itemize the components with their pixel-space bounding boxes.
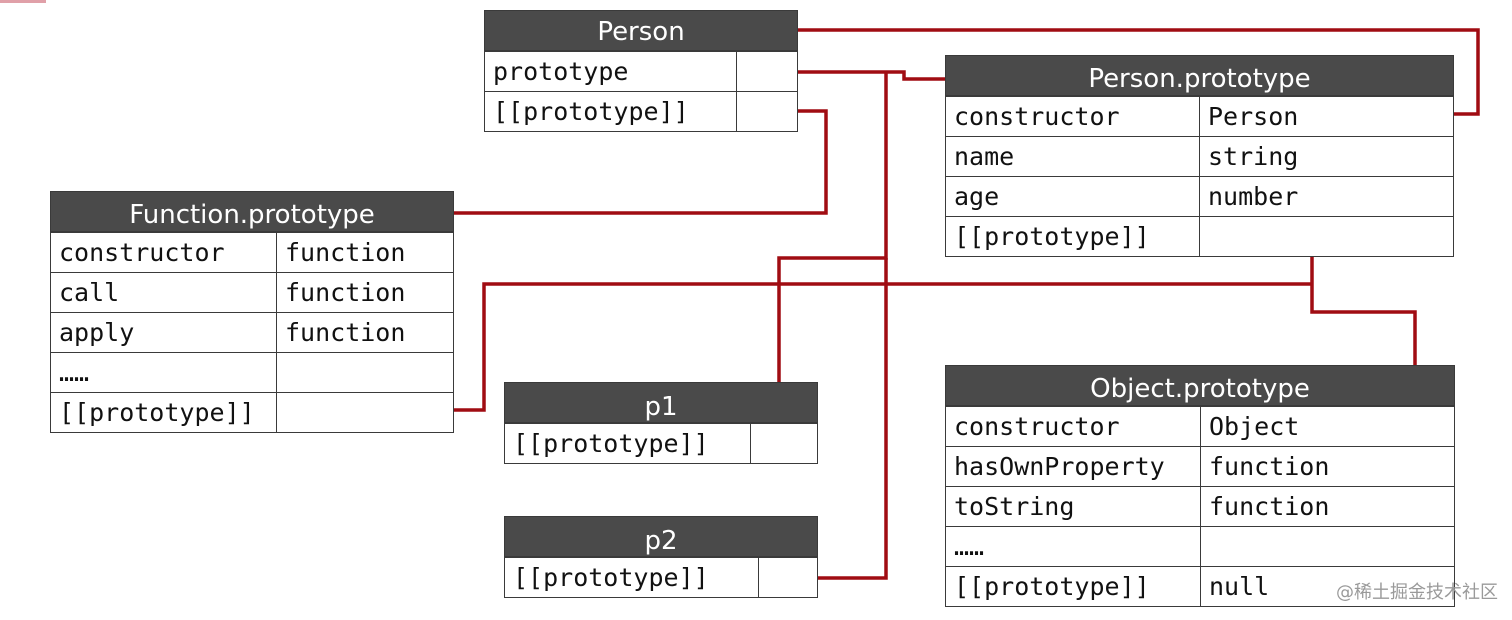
p2-value xyxy=(759,558,817,597)
function-prototype-title: Function.prototype xyxy=(51,192,453,232)
function-prototype-key: [[prototype]] xyxy=(51,393,277,432)
object-prototype-key: hasOwnProperty xyxy=(946,447,1201,486)
table-row: constructor function xyxy=(51,232,453,272)
table-row: call function xyxy=(51,272,453,312)
p2-key: [[prototype]] xyxy=(505,558,759,597)
p1-key: [[prototype]] xyxy=(505,424,751,463)
person-title: Person xyxy=(485,11,797,51)
arrow-function-proto-to-object-proto xyxy=(437,282,1312,412)
p1-box: p1 [[prototype]] xyxy=(504,382,818,464)
person-prototype-key: name xyxy=(946,137,1200,176)
object-prototype-value xyxy=(1201,527,1453,566)
table-row: …… xyxy=(51,352,453,392)
table-row: constructor Object xyxy=(946,406,1454,446)
person-value-internal-prototype xyxy=(737,92,797,131)
table-row: [[prototype]] xyxy=(505,557,817,597)
person-prototype-box: Person.prototype constructor Person name… xyxy=(945,55,1454,257)
person-key-internal-prototype: [[prototype]] xyxy=(485,92,737,131)
object-prototype-value: null xyxy=(1209,572,1270,601)
table-row: [[prototype]] xyxy=(946,216,1453,256)
table-row: [[prototype]] null xyxy=(946,566,1454,606)
table-row: [[prototype]] xyxy=(485,91,797,131)
p1-title: p1 xyxy=(505,383,817,423)
function-prototype-box: Function.prototype constructor function … xyxy=(50,191,454,433)
table-row: [[prototype]] xyxy=(51,392,453,432)
function-prototype-key: call xyxy=(51,273,277,312)
person-box: Person prototype [[prototype]] xyxy=(484,10,798,132)
person-prototype-title: Person.prototype xyxy=(946,56,1453,96)
table-row: prototype xyxy=(485,51,797,91)
table-row: …… xyxy=(946,526,1454,566)
person-prototype-value xyxy=(1200,217,1452,256)
object-prototype-box: Object.prototype constructor Object hasO… xyxy=(945,365,1455,607)
object-prototype-value: function xyxy=(1209,452,1330,481)
p2-title: p2 xyxy=(505,517,817,557)
table-row: age number xyxy=(946,176,1453,216)
object-prototype-key: [[prototype]] xyxy=(946,567,1201,606)
person-prototype-value: Person xyxy=(1208,102,1299,131)
table-row: toString function xyxy=(946,486,1454,526)
p2-box: p2 [[prototype]] xyxy=(504,516,818,598)
function-prototype-key: …… xyxy=(51,353,277,392)
person-key-prototype: prototype xyxy=(485,52,737,91)
person-value-prototype xyxy=(737,52,797,91)
function-prototype-value xyxy=(277,353,452,392)
object-prototype-key: toString xyxy=(946,487,1201,526)
person-prototype-key: [[prototype]] xyxy=(946,217,1200,256)
person-prototype-value: number xyxy=(1208,182,1299,211)
object-prototype-key: constructor xyxy=(946,407,1201,446)
table-row: apply function xyxy=(51,312,453,352)
function-prototype-value: function xyxy=(285,238,406,267)
object-prototype-key: …… xyxy=(946,527,1201,566)
table-row: hasOwnProperty function xyxy=(946,446,1454,486)
object-prototype-value: Object xyxy=(1209,412,1300,441)
object-prototype-value: function xyxy=(1209,492,1330,521)
function-prototype-value: function xyxy=(285,278,406,307)
arrow-person-proto-chain-to-object-proto xyxy=(1310,235,1420,388)
table-row: constructor Person xyxy=(946,96,1453,136)
function-prototype-value xyxy=(277,393,452,432)
object-prototype-title: Object.prototype xyxy=(946,366,1454,406)
arrow-person-prototype-to-person-proto xyxy=(765,70,982,84)
person-prototype-value: string xyxy=(1208,142,1299,171)
function-prototype-key: constructor xyxy=(51,233,277,272)
corner-mark xyxy=(0,0,46,3)
function-prototype-key: apply xyxy=(51,313,277,352)
arrow-p2-to-person-proto xyxy=(790,258,888,580)
person-prototype-key: constructor xyxy=(946,97,1200,136)
table-row: name string xyxy=(946,136,1453,176)
p1-value xyxy=(751,424,817,463)
watermark: @稀土掘金技术社区 xyxy=(1336,582,1498,603)
function-prototype-value: function xyxy=(285,318,406,347)
person-prototype-key: age xyxy=(946,177,1200,216)
arrow-p1-to-person-proto xyxy=(777,72,888,442)
table-row: [[prototype]] xyxy=(505,423,817,463)
